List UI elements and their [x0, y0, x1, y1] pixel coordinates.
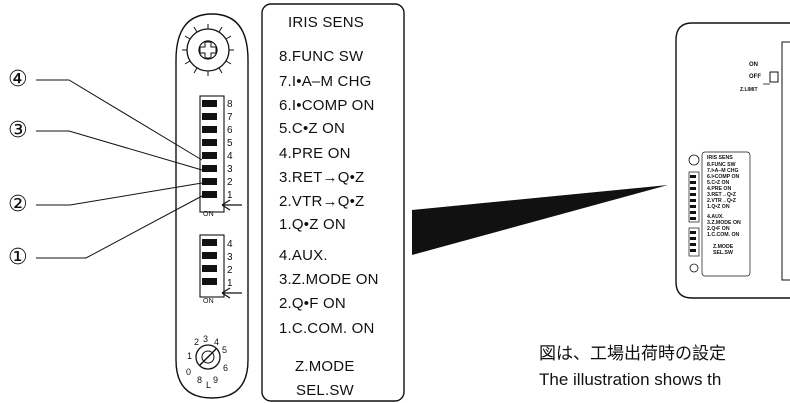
callout-2: ② [8, 192, 28, 217]
device-mini-line: 2.VTR→Q•Z [707, 198, 736, 204]
device-mini-line: 5.C•Z ON [707, 180, 730, 186]
switch-numbers-top: 8 7 6 5 4 3 2 1 [225, 96, 239, 206]
dial-digit-5: 5 [222, 345, 228, 355]
dial-digit-8: 8 [197, 375, 203, 385]
iris-sens-dial [182, 24, 234, 76]
switch-num-5: 5 [227, 138, 233, 149]
device-mini-line: 3.RET→Q•Z [707, 192, 736, 198]
switch-num-4: 4 [227, 151, 233, 162]
device-mini-line: 4.PRE ON [707, 186, 732, 192]
device-mini-line: 3.Z.MODE ON [707, 220, 741, 226]
pointer-wedge [412, 185, 668, 255]
group2-item: 4.AUX. [279, 247, 328, 264]
device-mini-line: 6.I•COMP ON [707, 174, 740, 180]
device-inner-panel [781, 41, 790, 281]
switch-num-6: 6 [227, 125, 233, 136]
callout-leaders [36, 79, 203, 259]
dial-letter-l: L [206, 380, 212, 390]
dip-switch-levers-4 [202, 239, 217, 285]
on-label-top: ON [203, 211, 214, 218]
dial-digit-1: 1 [187, 351, 193, 361]
callout-3: ③ [8, 118, 28, 143]
dial-digit-2: 2 [194, 337, 200, 347]
on-label-bottom: ON [203, 298, 214, 305]
group1-item: 7.I•A–M CHG [279, 73, 372, 90]
group1-item: 1.Q•Z ON [279, 216, 346, 233]
device-mini-line: 7.I•A–M CHG [707, 168, 739, 174]
on-arrow-bottom [221, 287, 242, 299]
switch-num-2: 2 [227, 177, 233, 188]
device-mini-title: IRIS SENS [707, 155, 733, 161]
switch-num-b1: 1 [227, 278, 233, 289]
device-mini-footer-1: Z.MODE [713, 244, 734, 250]
dial-digit-0: 0 [186, 367, 192, 377]
callout-4: ④ [8, 67, 28, 92]
group1-item: 5.C•Z ON [279, 120, 346, 137]
group1-item: 3.RET→Q•Z [279, 169, 365, 186]
switch-num-b3: 3 [227, 252, 233, 263]
dial-digit-3: 3 [203, 334, 209, 344]
group1-item: 4.PRE ON [279, 145, 351, 162]
zmode-rotary-switch [195, 344, 221, 370]
device-mini-line: 2.Q•F ON [707, 226, 730, 232]
dial-digit-9: 9 [213, 375, 219, 385]
device-mini-line: 8.FUNC SW [707, 162, 736, 168]
labels-panel-outline [261, 3, 405, 402]
device-mini-line: 1.Q•Z ON [707, 204, 730, 210]
device-mini-switch-column [688, 151, 751, 277]
dial-digit-6: 6 [223, 363, 229, 373]
group1-item: 6.I•COMP ON [279, 97, 375, 114]
device-mini-line: 1.C.COM. ON [707, 232, 740, 238]
dip-switch-levers-8 [202, 100, 217, 198]
switch-num-b4: 4 [227, 239, 233, 250]
group1-item: 8.FUNC SW [279, 48, 364, 65]
caption-english: The illustration shows th [539, 370, 722, 389]
switch-num-1: 1 [227, 190, 233, 201]
device-mini-line: 4.AUX. [707, 214, 724, 220]
group2-item: 2.Q•F ON [279, 295, 346, 312]
callout-1: ① [8, 245, 28, 270]
switch-numbers-bottom: 4 3 2 1 [225, 236, 239, 292]
group1-item: 2.VTR→Q•Z [279, 193, 365, 210]
device-on-label: ON [749, 62, 758, 68]
switch-num-8: 8 [227, 99, 233, 110]
dial-digit-4: 4 [214, 337, 220, 347]
device-mini-footer-2: SEL.SW [713, 250, 733, 256]
caption-japanese: 図は、工場出荷時の設定 [539, 344, 726, 364]
device-toggle [769, 71, 779, 83]
group2-item: 1.C.COM. ON [279, 320, 375, 337]
device-zlimit-label: Z.LIMIT [740, 87, 758, 93]
panel-footer-line2: SEL.SW [296, 382, 354, 399]
switch-num-3: 3 [227, 164, 233, 175]
switch-num-7: 7 [227, 112, 233, 123]
switch-num-b2: 2 [227, 265, 233, 276]
panel-title: IRIS SENS [288, 14, 364, 31]
device-off-label: OFF [749, 74, 761, 80]
panel-footer-line1: Z.MODE [295, 358, 355, 375]
on-arrow-top [221, 199, 242, 211]
group2-item: 3.Z.MODE ON [279, 271, 379, 288]
